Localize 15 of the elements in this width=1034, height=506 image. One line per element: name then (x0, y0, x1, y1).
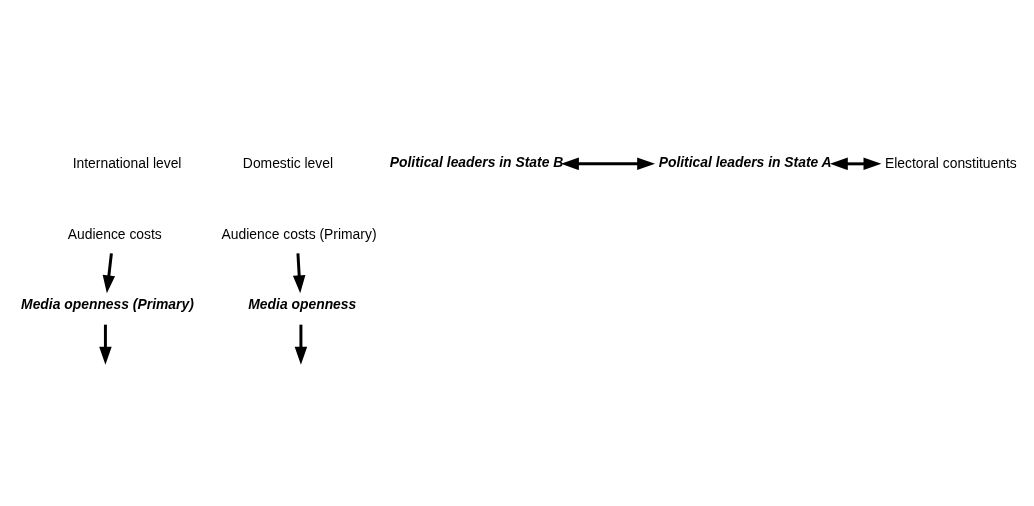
node-text: Media openness (248, 295, 357, 312)
arrow (561, 157, 656, 170)
node-text: Electoral constituents (884, 154, 1017, 170)
node-text: Media openness (Primary) (21, 295, 194, 312)
node-text: Audience costs (Primary) (221, 225, 377, 242)
arrow (829, 157, 882, 170)
label: Domestic level (242, 154, 334, 170)
node-text: Audience costs (67, 225, 162, 242)
arrow (102, 252, 116, 293)
label: International level (72, 154, 182, 170)
arrow (292, 252, 306, 293)
node-text: Political leaders in State B (389, 153, 564, 170)
arrow (99, 324, 112, 365)
arrow (294, 324, 308, 365)
node-text: Political leaders in State A (658, 153, 832, 170)
